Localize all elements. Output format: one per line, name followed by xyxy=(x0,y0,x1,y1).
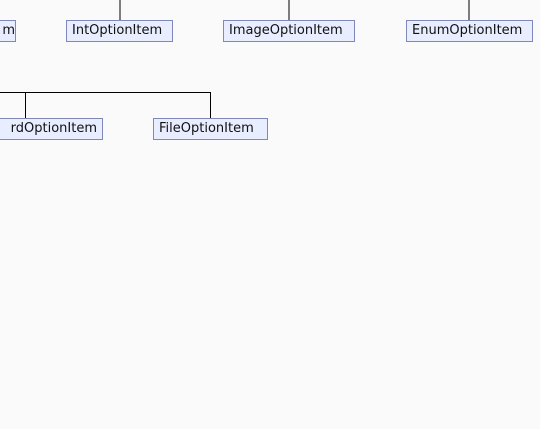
enum-option-item-node[interactable]: EnumOptionItem xyxy=(406,20,533,42)
option-item-node-partial: m xyxy=(0,20,16,42)
node-label: ImageOptionItem xyxy=(229,23,343,38)
node-label: IntOptionItem xyxy=(72,23,163,38)
node-label: m xyxy=(2,23,15,38)
file-option-item-node[interactable]: FileOptionItem xyxy=(153,118,268,140)
node-label: FileOptionItem xyxy=(159,121,254,136)
node-label: rdOptionItem xyxy=(10,121,97,136)
node-label: EnumOptionItem xyxy=(412,23,523,38)
int-option-item-node[interactable]: IntOptionItem xyxy=(66,20,173,42)
image-option-item-node[interactable]: ImageOptionItem xyxy=(223,20,355,42)
keyword-option-item-node[interactable]: rdOptionItem xyxy=(0,118,103,140)
